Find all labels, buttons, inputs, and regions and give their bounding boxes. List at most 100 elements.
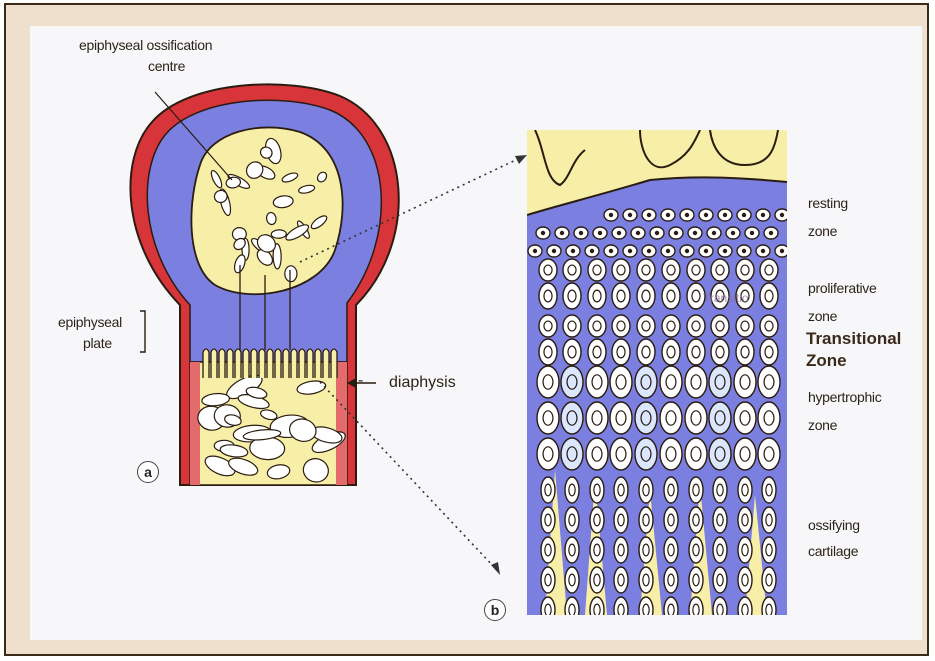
chondrocyte <box>588 283 606 309</box>
plate-column <box>283 349 289 378</box>
plate-column <box>227 349 233 378</box>
chondrocyte <box>537 402 559 434</box>
chondrocyte <box>738 507 752 533</box>
chondrocyte <box>586 366 608 398</box>
plate-column <box>235 349 241 378</box>
label-ossifying-line1: ossifying <box>808 516 860 534</box>
chondrocyte <box>565 567 579 593</box>
chondrocyte <box>541 477 555 503</box>
chondrocyte <box>590 537 604 563</box>
chondrocyte <box>760 259 778 281</box>
chondrocyte <box>736 315 754 337</box>
chondrocyte <box>664 537 678 563</box>
chondrocyte <box>590 597 604 623</box>
chondrocyte <box>539 283 557 309</box>
label-resting-line2: zone <box>808 222 837 240</box>
chondrocyte <box>713 567 727 593</box>
label-ossification-centre-line1: epiphyseal ossification <box>79 36 212 54</box>
chondrocyte <box>612 339 630 365</box>
chondrocyte <box>662 259 680 281</box>
chondrocyte <box>639 567 653 593</box>
chondrocyte <box>758 402 780 434</box>
chondrocyte <box>614 597 628 623</box>
chondrocyte <box>561 366 583 398</box>
plate-column <box>291 349 297 378</box>
chondrocyte <box>762 567 776 593</box>
chondrocyte <box>614 507 628 533</box>
chondrocyte <box>664 567 678 593</box>
chondrocyte <box>565 537 579 563</box>
chondrocyte <box>711 315 729 337</box>
chondrocyte <box>565 507 579 533</box>
chondrocyte <box>713 537 727 563</box>
label-proliferative-line1: proliferative <box>808 279 876 297</box>
plate-column <box>315 349 321 378</box>
chondrocyte <box>736 259 754 281</box>
plate-column <box>307 349 313 378</box>
chondrocyte <box>541 537 555 563</box>
chondrocyte <box>662 283 680 309</box>
chondrocyte <box>713 507 727 533</box>
chondrocyte <box>541 567 555 593</box>
plate-column <box>203 349 209 378</box>
chondrocyte <box>660 366 682 398</box>
plate-column <box>259 349 265 378</box>
label-epiphyseal-plate-line2: plate <box>83 334 112 352</box>
label-hypertrophic-line2: zone <box>808 416 837 434</box>
chondrocyte <box>738 537 752 563</box>
chondrocyte <box>635 366 657 398</box>
chondrocyte <box>563 339 581 365</box>
chondrocyte <box>539 339 557 365</box>
chondrocyte <box>561 438 583 470</box>
chondrocyte <box>664 597 678 623</box>
chondrocyte <box>588 259 606 281</box>
chondrocyte <box>586 402 608 434</box>
chondrocyte <box>563 283 581 309</box>
chondrocyte <box>734 438 756 470</box>
chondrocyte <box>664 477 678 503</box>
chondrocyte <box>687 315 705 337</box>
chondrocyte <box>713 597 727 623</box>
chondrocyte <box>537 366 559 398</box>
chondrocyte <box>734 366 756 398</box>
chondrocyte <box>660 402 682 434</box>
chondrocyte <box>541 507 555 533</box>
label-transitional-line1: Transitional <box>806 330 901 348</box>
chondrocyte <box>660 438 682 470</box>
chondrocyte <box>709 438 731 470</box>
chondrocyte <box>590 507 604 533</box>
panel-b-marker: b <box>484 599 506 621</box>
chondrocyte <box>711 339 729 365</box>
diaphysis-arrow-dash: - <box>358 372 363 390</box>
label-hypertrophic-line1: hypertrophic <box>808 388 881 406</box>
chondrocyte <box>588 315 606 337</box>
chondrocyte <box>760 283 778 309</box>
chondrocyte <box>565 477 579 503</box>
chondrocyte <box>590 477 604 503</box>
chondrocyte <box>610 402 632 434</box>
chondrocyte <box>639 507 653 533</box>
chondrocyte <box>734 402 756 434</box>
chondrocyte <box>614 477 628 503</box>
label-ossification-centre-line2: centre <box>148 57 185 75</box>
chondrocyte <box>541 597 555 623</box>
chondrocyte <box>635 438 657 470</box>
panel-a-bone <box>130 84 398 485</box>
chondrocyte <box>738 597 752 623</box>
plate-column <box>251 349 257 378</box>
chondrocyte <box>709 402 731 434</box>
plate-column <box>219 349 225 378</box>
chondrocyte <box>758 366 780 398</box>
chondrocyte <box>637 315 655 337</box>
chondrocyte <box>662 315 680 337</box>
chondrocyte <box>637 339 655 365</box>
plate-column <box>211 349 217 378</box>
chondrocyte <box>639 477 653 503</box>
chondrocyte <box>612 283 630 309</box>
label-diaphysis: diaphysis <box>389 374 456 392</box>
label-resting-line1: resting <box>808 194 848 212</box>
chondrocyte <box>689 537 703 563</box>
chondrocyte <box>610 438 632 470</box>
plate-column <box>299 349 305 378</box>
